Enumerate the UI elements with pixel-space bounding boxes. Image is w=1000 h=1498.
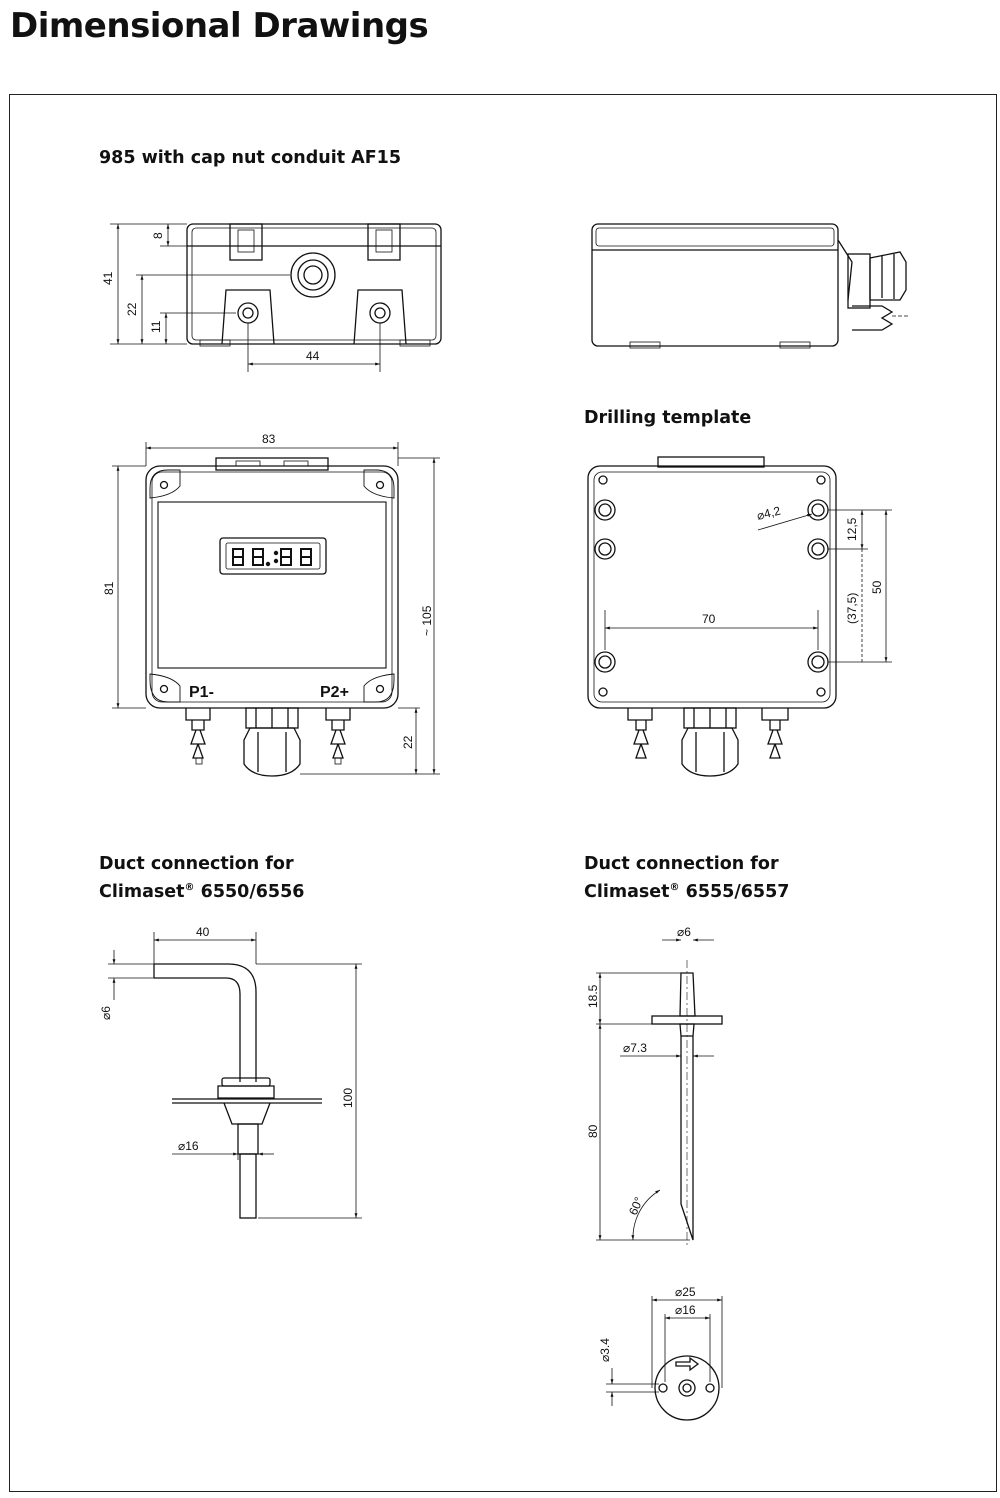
dim-label: 100 — [341, 1088, 355, 1108]
front-view-dims — [112, 442, 440, 775]
front-display-digits — [232, 548, 312, 567]
dim-label: 12,5 — [845, 517, 859, 541]
section-title-front: 985 with cap nut conduit AF15 — [99, 148, 402, 168]
dim-label: ⌀7.3 — [623, 1041, 647, 1055]
section-title-duct-a-line1: Duct connection for — [99, 854, 294, 874]
top-view — [186, 223, 442, 347]
dim-label: 18.5 — [586, 984, 600, 1008]
model-numbers: 6550/6556 — [200, 881, 305, 902]
dim-label: ⌀6 — [99, 1006, 113, 1020]
drilling-dims — [604, 509, 892, 663]
dim-label: ⌀25 — [675, 1285, 696, 1299]
dim-label: ⌀3.4 — [598, 1338, 612, 1362]
top-view-dims — [110, 223, 381, 372]
model-numbers: 6555/6557 — [685, 881, 790, 902]
dim-label: ⌀16 — [178, 1139, 199, 1153]
dim-label: ⌀16 — [675, 1303, 696, 1317]
dim-label: 50 — [870, 580, 884, 594]
dim-label: 22 — [125, 302, 139, 316]
side-view — [591, 223, 910, 349]
dim-label: 22 — [401, 735, 415, 749]
drilling-view — [587, 456, 837, 777]
section-title-duct-b-line1: Duct connection for — [584, 854, 779, 874]
dim-label: ~ 105 — [420, 605, 434, 636]
dim-label: 40 — [196, 925, 210, 939]
dim-label: 80 — [586, 1124, 600, 1138]
duct-a-view — [153, 963, 322, 1219]
dim-label: 83 — [262, 432, 276, 446]
section-title-duct-a: Duct connection for Climaset® 6550/6556 — [99, 852, 304, 904]
dim-label: ⌀4,2 — [755, 503, 782, 522]
dim-label: 8 — [151, 232, 165, 239]
port-label-p2: P2+ — [320, 684, 349, 701]
port-label-p1: P1- — [189, 684, 214, 701]
brand-name: Climaset — [584, 881, 670, 902]
section-title-duct-a-line2: Climaset® 6550/6556 — [99, 881, 305, 902]
duct-a-dims — [108, 932, 362, 1219]
dim-label: 81 — [102, 581, 116, 595]
dim-label: 60° — [626, 1195, 646, 1217]
brand-name: Climaset — [99, 881, 185, 902]
page-title: Dimensional Drawings — [10, 6, 429, 46]
section-title-duct-b-line2: Climaset® 6555/6557 — [584, 881, 790, 902]
dim-label: ⌀6 — [677, 925, 691, 939]
section-title-duct-b: Duct connection for Climaset® 6555/6557 — [584, 852, 789, 904]
duct-b-dims — [596, 938, 723, 1406]
dim-label: 41 — [101, 271, 115, 285]
dim-label: (37,5) — [845, 593, 859, 624]
dim-label: 11 — [149, 320, 163, 333]
section-title-drilling: Drilling template — [584, 408, 752, 428]
drawing-frame — [9, 94, 997, 1492]
front-view — [145, 457, 399, 777]
dim-label: 44 — [306, 349, 320, 363]
dim-label: 70 — [702, 612, 716, 626]
duct-b-view — [651, 960, 723, 1421]
